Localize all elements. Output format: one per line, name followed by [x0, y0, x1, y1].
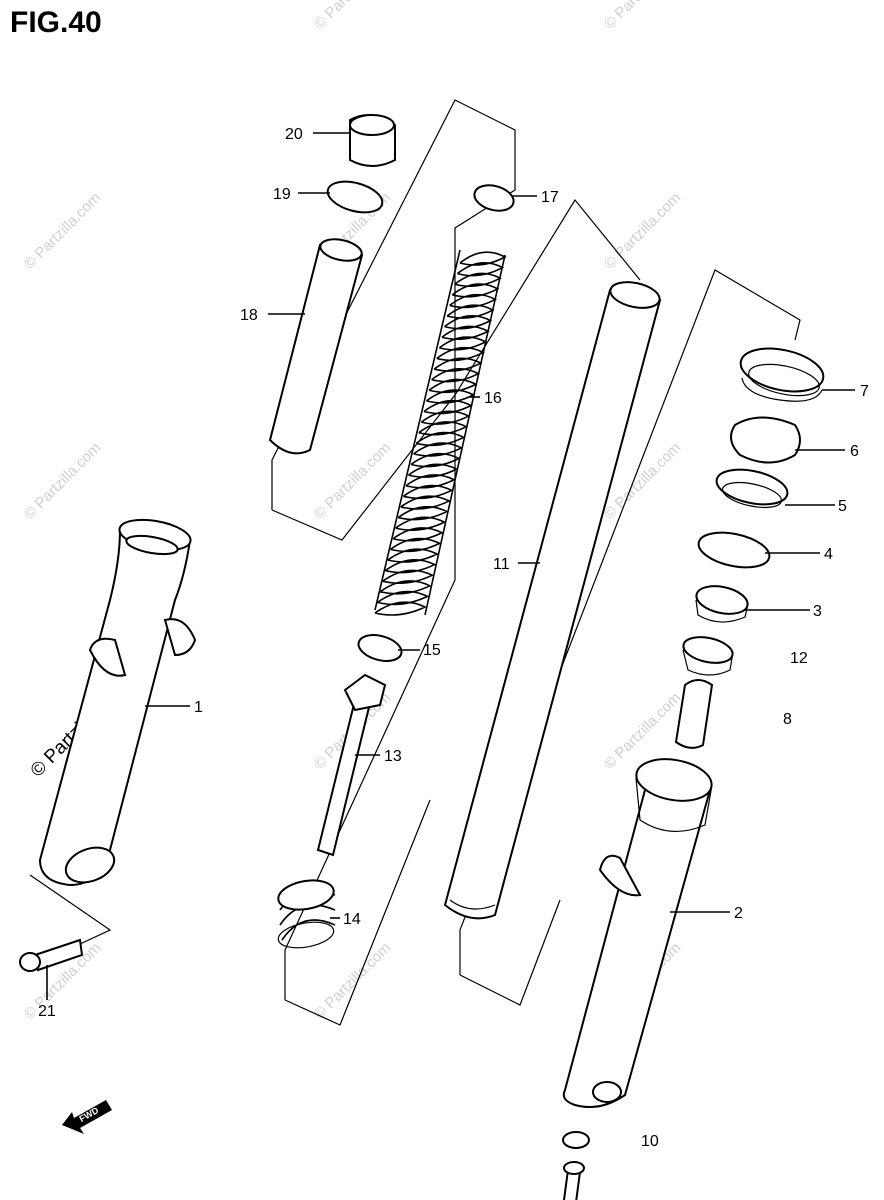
- callout-16: 16: [484, 390, 502, 407]
- part-15-washer: [357, 634, 403, 662]
- leader-lines: [46, 132, 855, 1000]
- part-8-oil-lock-piece: [674, 679, 714, 749]
- part-14-rebound-spring: [277, 879, 336, 949]
- callout-5: 5: [838, 498, 847, 515]
- watermark: © Partzilla.com: [21, 189, 104, 272]
- callout-20: 20: [285, 126, 303, 143]
- watermark: © Partzilla.com: [311, 439, 394, 522]
- callout-10: 10: [641, 1133, 659, 1150]
- callout-1: 1: [194, 699, 203, 716]
- callout-11: 11: [493, 556, 510, 573]
- callout-19: 19: [273, 186, 291, 203]
- assembly-outline-middle: [284, 198, 641, 1000]
- fwd-arrow-icon: FWD: [62, 1100, 112, 1134]
- callout-15: 15: [423, 642, 441, 659]
- callout-6: 6: [850, 443, 859, 460]
- part-11-inner-tube: [443, 281, 662, 920]
- part-21-bolt: [19, 938, 84, 972]
- part-18-spacer: [268, 238, 364, 455]
- callout-7: 7: [860, 383, 869, 400]
- watermark: © Partzilla.com: [311, 939, 394, 1022]
- part-3-slide-bushing: [695, 585, 749, 623]
- assembly-outline-bottom-right: [459, 899, 561, 1006]
- callout-21: 21: [38, 1003, 56, 1020]
- part-2-outer-tube-right: [562, 758, 713, 1108]
- watermark: © Partzilla.com: [601, 189, 684, 272]
- watermark: © Partzilla.com: [601, 0, 684, 33]
- part-7-dust-seal: [739, 347, 825, 402]
- callout-13: 13: [384, 748, 402, 765]
- callout-18: 18: [240, 307, 258, 324]
- callout-8: 8: [783, 711, 792, 728]
- part-16-fork-spring: [374, 249, 507, 616]
- figure-title: FIG.40: [10, 6, 102, 39]
- part-1-outer-tube-left: [38, 518, 197, 887]
- watermark: © Partzilla.com: [311, 0, 394, 33]
- callout-2: 2: [734, 905, 743, 922]
- part-5-oil-seal: [715, 468, 789, 509]
- callout-4: 4: [824, 546, 833, 563]
- part-10-gasket: [562, 1131, 590, 1149]
- part-20-cap-bolt: [349, 114, 396, 167]
- part-4-seal-washer: [697, 531, 771, 569]
- callout-3: 3: [813, 603, 822, 620]
- watermark: © Partzilla.com: [21, 439, 104, 522]
- assembly-outline-bottom: [284, 799, 431, 1026]
- part-19-o-ring: [326, 180, 384, 214]
- part-12-guide-bushing: [682, 636, 734, 676]
- assembly-outline-right: [459, 269, 801, 975]
- callout-labels: 1 2 3 4 5 6 7 8 9 10 11 12 13 14 15 16 1…: [38, 126, 869, 1150]
- callout-14: 14: [343, 911, 361, 928]
- part-6-stopper-ring: [730, 416, 801, 464]
- callout-17: 17: [541, 189, 559, 206]
- part-9-damper-rod-bolt: [562, 1161, 585, 1200]
- callout-12: 12: [790, 650, 808, 667]
- part-17-o-ring: [473, 184, 515, 212]
- part-13-damper-rod: [316, 673, 387, 857]
